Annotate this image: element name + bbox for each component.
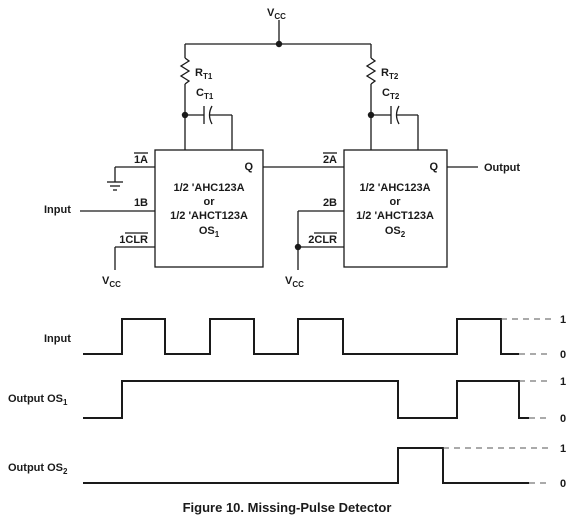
os1-part-line3: 1/2 'AHCT123A	[170, 210, 248, 222]
os1-low-label: 0	[560, 413, 566, 425]
timing-diagram: Input 1 0 Output OS1 1 0 Output OS2 1 0	[8, 314, 566, 490]
os1-pin-a-label: 1A	[134, 154, 148, 166]
os1-pin-b-label: 1B	[134, 197, 148, 209]
vcc-os2-label: VCC	[285, 275, 304, 289]
waveform-input	[83, 318, 519, 355]
ct1-label: CT1	[196, 87, 214, 101]
rt2-label: RT2	[381, 67, 399, 81]
timing-label-input: Input	[44, 333, 71, 345]
os2-part-line3: 1/2 'AHCT123A	[356, 210, 434, 222]
vcc-os1-label: VCC	[102, 275, 121, 289]
output-label: Output	[484, 162, 520, 174]
input-low-label: 0	[560, 349, 566, 361]
schematic: VCC RT1 CT1 RT2 CT2 1/2 'AHC123A or 1/2 …	[44, 7, 520, 289]
timing-label-os1: Output OS1	[8, 393, 68, 407]
os2-pin-q-label: Q	[429, 161, 438, 173]
ct2-label: CT2	[382, 87, 400, 101]
os2-block	[343, 149, 448, 268]
os2-pin-a-label: 2A	[323, 154, 337, 166]
os1-part-line1: 1/2 'AHC123A	[173, 182, 244, 194]
os2-pin-b-label: 2B	[323, 197, 337, 209]
timing-label-os2: Output OS2	[8, 462, 68, 476]
os2-high-label: 1	[560, 443, 566, 455]
waveform-output-os2	[83, 447, 529, 484]
os2-name: OS2	[385, 225, 406, 239]
os1-pin-clr-label: 1CLR	[119, 234, 148, 246]
os1-pin-q-label: Q	[244, 161, 253, 173]
os1-name: OS1	[199, 225, 220, 239]
vcc-top-label: VCC	[267, 7, 286, 21]
os2-pin-clr-label: 2CLR	[308, 234, 337, 246]
os2-part-line1: 1/2 'AHC123A	[359, 182, 430, 194]
rt2-resistor	[365, 57, 377, 85]
os2-low-label: 0	[560, 478, 566, 490]
figure-caption: Figure 10. Missing-Pulse Detector	[183, 500, 392, 515]
os1-block	[154, 149, 264, 268]
rt1-label: RT1	[195, 67, 213, 81]
input-label: Input	[44, 204, 71, 216]
input-high-label: 1	[560, 314, 566, 326]
rt1-resistor	[179, 57, 191, 85]
os1-high-label: 1	[560, 376, 566, 388]
os1-part-line2: or	[204, 196, 216, 208]
waveform-output-os1	[83, 380, 529, 419]
os2-part-line2: or	[390, 196, 402, 208]
